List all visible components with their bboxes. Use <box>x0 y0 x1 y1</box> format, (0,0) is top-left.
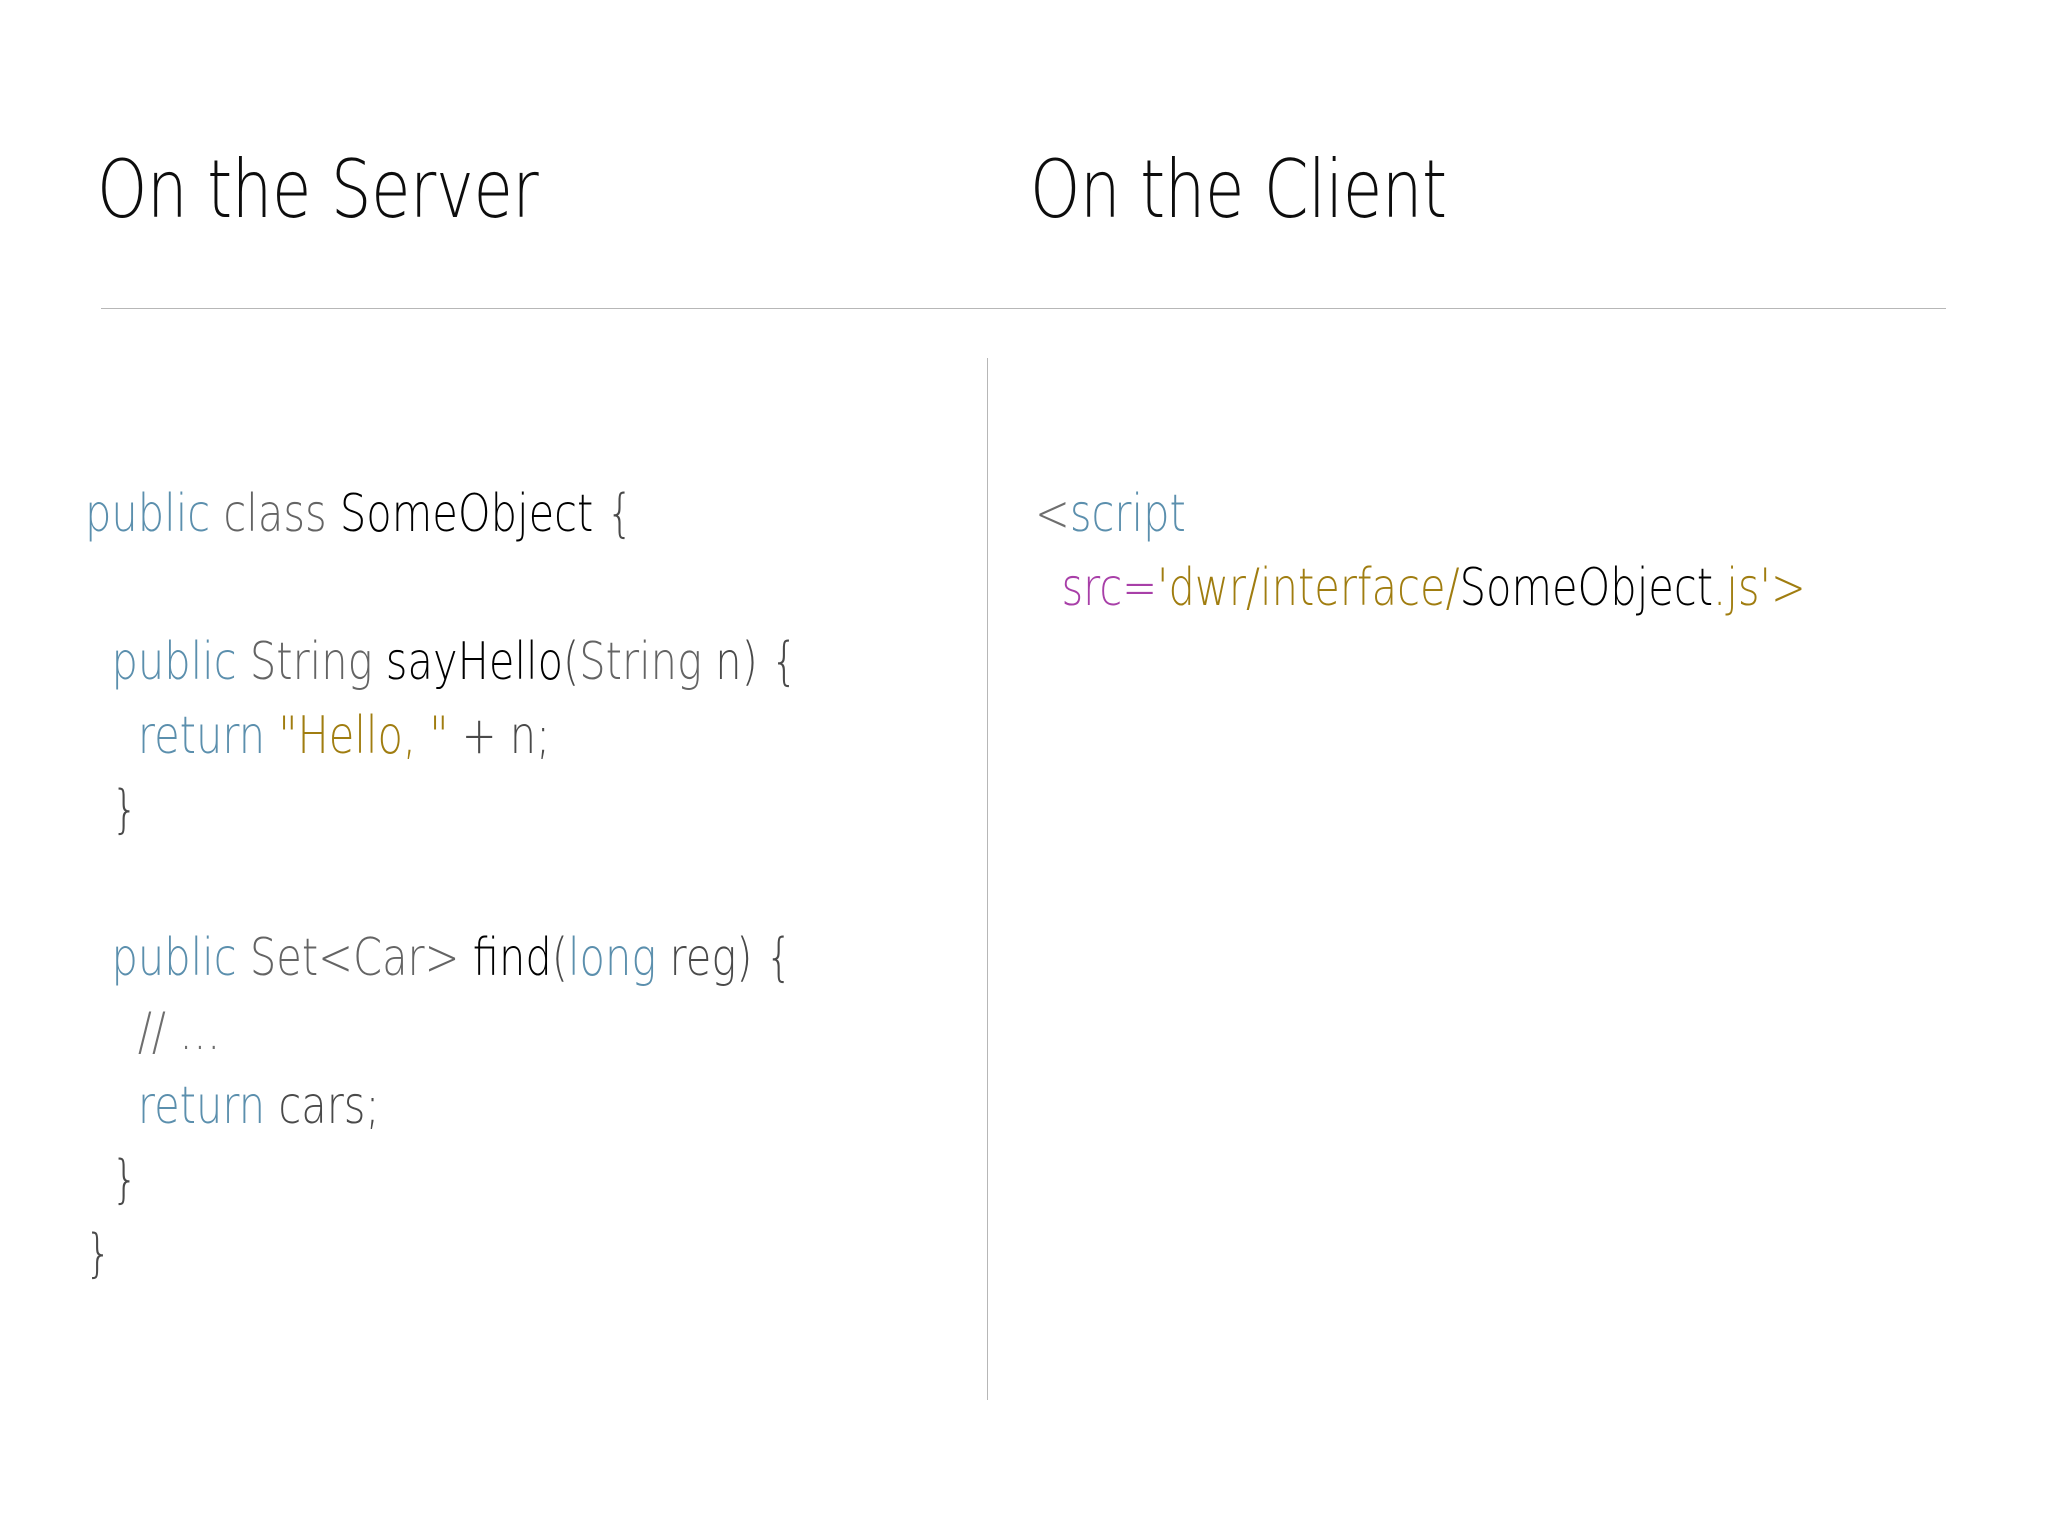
code-token: reg <box>656 928 737 988</box>
code-token: return <box>137 706 266 766</box>
code-token <box>85 1002 138 1062</box>
code-token: + n; <box>448 706 551 766</box>
code-token: ) { <box>741 632 798 692</box>
code-token: } <box>85 1224 112 1284</box>
code-line <box>85 551 798 625</box>
code-token <box>327 484 340 544</box>
code-token: = <box>1122 558 1158 618</box>
code-token: return <box>137 1076 266 1136</box>
code-token: public <box>111 928 237 988</box>
code-token: long <box>567 928 657 988</box>
code-token <box>1035 558 1061 618</box>
code-token: "Hello, " <box>278 706 449 766</box>
code-token: SomeObject <box>339 484 594 544</box>
code-token: String <box>249 632 373 692</box>
code-token <box>265 706 278 766</box>
code-line: <script <box>1035 477 1806 551</box>
code-token <box>373 632 386 692</box>
code-line: public class SomeObject { <box>85 477 798 551</box>
server-code-block: public class SomeObject { public String … <box>85 477 798 1291</box>
code-token <box>237 632 250 692</box>
heading-client: On the Client <box>1030 143 1447 236</box>
code-token: sayHello <box>385 632 564 692</box>
code-token <box>460 928 473 988</box>
code-token: } <box>85 780 138 840</box>
code-token: src <box>1061 558 1123 618</box>
code-token <box>85 706 138 766</box>
code-token <box>85 928 111 988</box>
code-token <box>210 484 223 544</box>
code-line: } <box>85 773 798 847</box>
code-token <box>237 928 250 988</box>
client-code-block: <script src='dwr/interface/SomeObject.js… <box>1035 477 1806 625</box>
code-token: SomeObject <box>1459 558 1714 618</box>
code-token <box>85 632 111 692</box>
code-token: n <box>701 632 742 692</box>
code-token: String <box>579 632 702 692</box>
code-line: // … <box>85 995 798 1069</box>
code-line: } <box>85 1217 798 1291</box>
code-token: } <box>85 1150 138 1210</box>
code-token: ( <box>563 632 580 692</box>
code-line: public String sayHello(String n) { <box>85 625 798 699</box>
code-token: 'dwr/interface/ <box>1157 558 1460 618</box>
code-token: cars; <box>265 1076 380 1136</box>
code-token: .js'> <box>1713 558 1806 618</box>
code-token: find <box>472 928 552 988</box>
code-token: ) { <box>736 928 793 988</box>
code-token: { <box>593 484 634 544</box>
code-line: src='dwr/interface/SomeObject.js'> <box>1035 551 1806 625</box>
code-token: < <box>1035 484 1070 544</box>
code-token: Set<Car> <box>249 928 460 988</box>
code-token: class <box>223 484 327 544</box>
code-line: return "Hello, " + n; <box>85 699 798 773</box>
code-token: public <box>85 484 211 544</box>
code-token: // … <box>137 1002 221 1062</box>
code-token <box>85 1076 138 1136</box>
code-line: return cars; <box>85 1069 798 1143</box>
code-token: ( <box>551 928 568 988</box>
code-token: public <box>111 632 237 692</box>
code-line: public Set<Car> find(long reg) { <box>85 921 798 995</box>
code-line <box>85 847 798 921</box>
vertical-divider <box>987 358 988 1400</box>
heading-server: On the Server <box>97 143 539 236</box>
code-line: } <box>85 1143 798 1217</box>
code-token: script <box>1069 484 1186 544</box>
heading-underline-rule <box>101 308 1946 309</box>
heading-row: On the Server On the Client <box>0 150 2048 270</box>
